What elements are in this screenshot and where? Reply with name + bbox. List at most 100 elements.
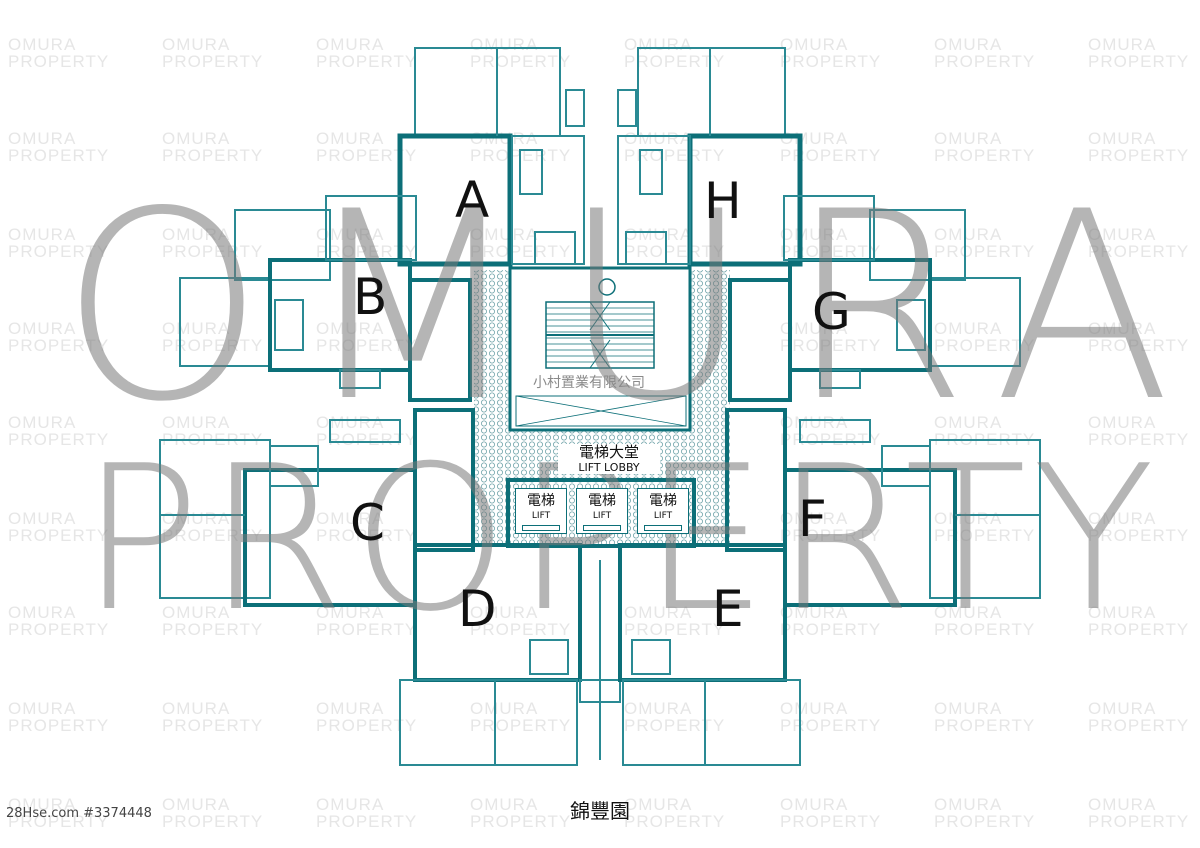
- watermark-tile-line1: OMURA: [1088, 509, 1157, 528]
- lift-lobby-en: LIFT LOBBY: [578, 461, 640, 474]
- watermark-tile-line2: PROPERTY: [934, 242, 1036, 261]
- company-name: 小村置業有限公司: [533, 375, 645, 391]
- watermark-tile-line1: OMURA: [8, 509, 77, 528]
- watermark-tile-line1: OMURA: [8, 699, 77, 718]
- watermark-tile-line2: PROPERTY: [162, 526, 264, 545]
- watermark-tile-line2: PROPERTY: [780, 716, 882, 735]
- watermark-tile-line2: PROPERTY: [470, 242, 572, 261]
- watermark-tile-line2: PROPERTY: [780, 146, 882, 165]
- watermark-tile-line2: PROPERTY: [316, 52, 418, 71]
- estate-name: 錦豐園: [570, 799, 630, 823]
- lift-3-en: LIFT: [653, 511, 673, 521]
- lift-2-zh: 電梯: [588, 493, 616, 509]
- watermark-tile-line1: OMURA: [162, 603, 231, 622]
- watermark-tile-line1: OMURA: [162, 699, 231, 718]
- watermark-tile-line1: OMURA: [1088, 225, 1157, 244]
- lift-3-zh: 電梯: [649, 493, 677, 509]
- watermark-tile-line2: PROPERTY: [316, 716, 418, 735]
- watermark-tile-line1: OMURA: [8, 129, 77, 148]
- lift-1: 電梯 LIFT: [515, 488, 567, 534]
- watermark-tile-line2: PROPERTY: [780, 52, 882, 71]
- lift-2: 電梯 LIFT: [576, 488, 628, 534]
- watermark-tile-line1: OMURA: [934, 129, 1003, 148]
- watermark-tile-line2: PROPERTY: [780, 526, 882, 545]
- lift-1-zh: 電梯: [527, 493, 555, 509]
- watermark-tile-line1: OMURA: [934, 225, 1003, 244]
- lift-1-door: [522, 525, 560, 531]
- watermark-tile-line1: OMURA: [470, 699, 539, 718]
- watermark-tile-line1: OMURA: [316, 603, 385, 622]
- watermark-tile-line2: PROPERTY: [316, 430, 418, 449]
- watermark-tile-line1: OMURA: [162, 413, 231, 432]
- watermark-tile-line2: PROPERTY: [316, 620, 418, 639]
- watermark-tile-line2: PROPERTY: [8, 336, 110, 355]
- watermark-tile-line2: PROPERTY: [470, 52, 572, 71]
- watermark-tile-line1: OMURA: [624, 129, 693, 148]
- watermark-tile-line2: PROPERTY: [8, 430, 110, 449]
- watermark-tile-line2: PROPERTY: [780, 620, 882, 639]
- watermark-tile-line2: PROPERTY: [1088, 716, 1190, 735]
- lift-block: [506, 478, 696, 548]
- watermark-tile-line2: PROPERTY: [162, 716, 264, 735]
- watermark-tile-line2: PROPERTY: [8, 716, 110, 735]
- watermark-tile-line1: OMURA: [934, 35, 1003, 54]
- watermark-tile-line2: PROPERTY: [780, 242, 882, 261]
- unit-h-plan: [617, 47, 803, 267]
- unit-label-e: E: [712, 580, 744, 638]
- watermark-tile-line1: OMURA: [780, 509, 849, 528]
- watermark-tile-line2: PROPERTY: [162, 242, 264, 261]
- watermark-tile-line1: OMURA: [934, 413, 1003, 432]
- watermark-tile-line2: PROPERTY: [1088, 336, 1190, 355]
- watermark-tile-line1: OMURA: [162, 129, 231, 148]
- watermark-tile-line1: OMURA: [1088, 795, 1157, 814]
- watermark-tile-line2: PROPERTY: [1088, 620, 1190, 639]
- watermark-tile-line2: PROPERTY: [1088, 52, 1190, 71]
- watermark-tile-line2: PROPERTY: [162, 620, 264, 639]
- watermark-tile-line1: OMURA: [1088, 603, 1157, 622]
- watermark-tile-line1: OMURA: [780, 413, 849, 432]
- watermark-tile-line2: PROPERTY: [624, 242, 726, 261]
- watermark-tile-line1: OMURA: [780, 35, 849, 54]
- watermark-tile-line2: PROPERTY: [8, 620, 110, 639]
- watermark-tile-line1: OMURA: [8, 319, 77, 338]
- watermark-tile-line1: OMURA: [934, 699, 1003, 718]
- watermark-tile-line1: OMURA: [8, 603, 77, 622]
- unit-e-plan: [599, 543, 801, 766]
- lift-3: 電梯 LIFT: [637, 488, 689, 534]
- lift-lobby-zh: 電梯大堂: [578, 443, 639, 461]
- unit-f-plan: [725, 408, 1041, 607]
- watermark-tile-line1: OMURA: [162, 319, 231, 338]
- watermark-tile-line2: PROPERTY: [162, 812, 264, 831]
- watermark-tile-line2: PROPERTY: [8, 52, 110, 71]
- watermark-tile-line1: OMURA: [316, 35, 385, 54]
- lift-1-en: LIFT: [531, 511, 551, 521]
- watermark-big-line1: OMURA: [60, 157, 1200, 459]
- unit-d-plan: [399, 543, 621, 766]
- watermark-tile-line2: PROPERTY: [1088, 526, 1190, 545]
- unit-label-h: H: [704, 172, 742, 230]
- watermark-tile-line1: OMURA: [8, 795, 77, 814]
